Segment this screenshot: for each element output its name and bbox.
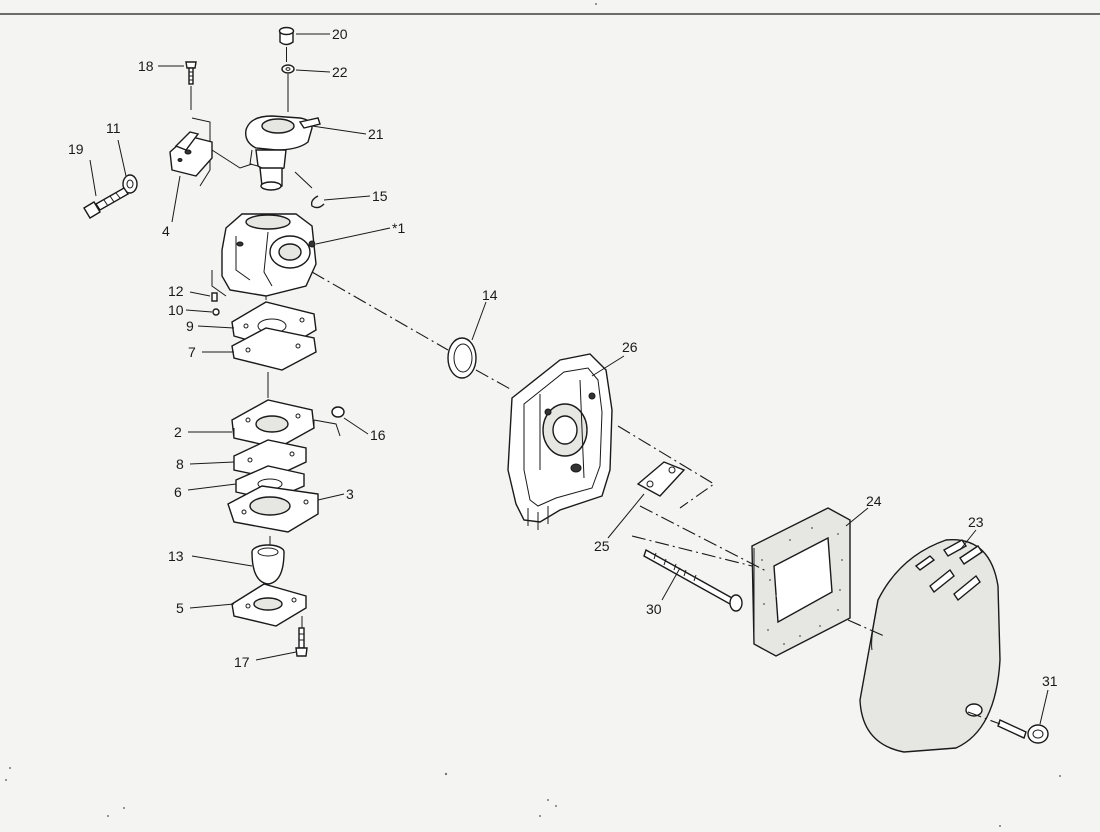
part-label-17: 17 bbox=[234, 654, 250, 670]
screw-bottom-drawing bbox=[295, 616, 308, 657]
part-labels: 20 22 18 21 11 19 15 4 *1 12 10 9 14 7 2… bbox=[68, 26, 1058, 689]
part-label-4: 4 bbox=[162, 223, 170, 239]
part-label-14: 14 bbox=[482, 287, 498, 303]
primer-flange-drawing bbox=[231, 583, 307, 627]
part-label-11: 11 bbox=[106, 120, 121, 136]
clip-drawing bbox=[294, 171, 325, 209]
part-label-25: 25 bbox=[594, 538, 610, 554]
part-label-22: 22 bbox=[332, 64, 348, 80]
plate-drawing bbox=[636, 461, 686, 497]
washer-drawing bbox=[281, 64, 295, 74]
part-label-21: 21 bbox=[368, 126, 384, 142]
part-label-5: 5 bbox=[176, 600, 184, 616]
centerline-housing-to-filter bbox=[617, 425, 716, 509]
part-label-26: 26 bbox=[622, 339, 638, 355]
pump-cover-drawing bbox=[231, 399, 315, 449]
part-label-24: 24 bbox=[866, 493, 882, 509]
centerline-cover-to-knob bbox=[967, 711, 1001, 725]
filter-texture bbox=[761, 527, 843, 645]
cap-drawing bbox=[278, 26, 295, 62]
centerline-bolt-path bbox=[631, 535, 753, 567]
part-label-9: 9 bbox=[186, 318, 194, 334]
scan-specks bbox=[5, 3, 1061, 827]
part-label-6: 6 bbox=[174, 484, 182, 500]
part-label-3: 3 bbox=[346, 486, 354, 502]
part-label-19: 19 bbox=[68, 141, 84, 157]
centerline-oring-to-housing bbox=[475, 369, 513, 391]
part-label-1: *1 bbox=[392, 220, 405, 236]
centerline-carb-to-housing bbox=[311, 271, 449, 351]
part-label-15: 15 bbox=[372, 188, 388, 204]
part-label-23: 23 bbox=[968, 514, 984, 530]
part-label-12: 12 bbox=[168, 283, 184, 299]
bolt-drawing bbox=[83, 187, 129, 219]
part-label-31: 31 bbox=[1042, 673, 1058, 689]
part-label-10: 10 bbox=[168, 302, 184, 318]
small-pin-drawing bbox=[211, 270, 227, 316]
nut-drawing bbox=[122, 174, 138, 194]
primer-cup-drawing bbox=[251, 544, 285, 585]
bracket-drawing bbox=[169, 117, 253, 187]
primer-body-drawing bbox=[227, 485, 319, 546]
part-label-30: 30 bbox=[646, 601, 662, 617]
throttle-body-drawing bbox=[245, 74, 321, 191]
air-cleaner-cover-drawing bbox=[859, 539, 1001, 753]
part-label-16: 16 bbox=[370, 427, 386, 443]
part-label-20: 20 bbox=[332, 26, 348, 42]
o-ring-drawing bbox=[447, 337, 477, 379]
diaphragm-upper-drawing bbox=[231, 327, 317, 398]
part-label-2: 2 bbox=[174, 424, 182, 440]
part-label-7: 7 bbox=[188, 344, 196, 360]
leader-lines bbox=[89, 33, 1049, 725]
gasket-lower-drawing bbox=[233, 439, 307, 479]
fitting-drawing bbox=[313, 406, 345, 437]
screw-top-drawing bbox=[185, 61, 197, 110]
part-label-13: 13 bbox=[168, 548, 184, 564]
long-bolt-drawing bbox=[643, 548, 743, 612]
centerline-filter-to-cover bbox=[847, 619, 885, 637]
part-label-8: 8 bbox=[176, 456, 184, 472]
air-filter-drawing bbox=[751, 507, 851, 657]
knob-bolt-drawing bbox=[997, 719, 1049, 744]
centerline-plate-to-filter bbox=[639, 505, 769, 573]
carburetor-body-drawing bbox=[221, 213, 317, 300]
housing-drawing bbox=[507, 353, 613, 530]
part-label-18: 18 bbox=[138, 58, 154, 74]
